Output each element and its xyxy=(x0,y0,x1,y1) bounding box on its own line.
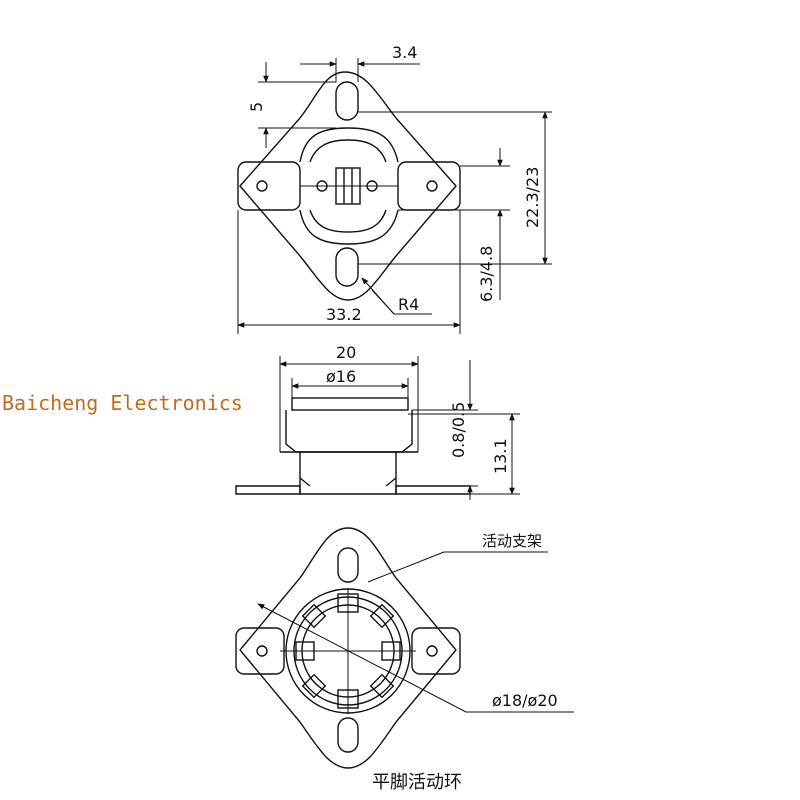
side-cap xyxy=(291,397,409,411)
top-view xyxy=(237,71,461,301)
top-dimensions xyxy=(237,58,552,334)
right-terminal xyxy=(397,161,461,211)
bottom-flange-outline xyxy=(239,527,457,769)
dim-gap: 0.8/0.5 xyxy=(449,402,468,458)
top-body-lower xyxy=(299,209,399,245)
dim-slot-width: 3.4 xyxy=(392,43,417,62)
dim-height: 13.1 xyxy=(491,438,510,474)
dim-lower-height: 6.3/4.8 xyxy=(477,246,496,302)
side-view xyxy=(235,397,471,495)
bottom-top-slot xyxy=(337,547,359,583)
top-flange-outline xyxy=(239,71,457,301)
caption: 平脚活动环 xyxy=(372,772,462,793)
bottom-dimensions xyxy=(257,551,574,713)
dim-total-height: 22.3/23 xyxy=(523,167,542,228)
side-dimensions xyxy=(279,356,520,500)
dim-body-width: 20 xyxy=(336,343,356,362)
left-terminal xyxy=(237,161,301,211)
dim-cap-diameter: ø16 xyxy=(326,367,356,386)
watermark: Baicheng Electronics xyxy=(2,391,243,415)
bottom-bottom-slot xyxy=(337,717,359,753)
dim-radius: R4 xyxy=(398,295,419,314)
dim-total-width: 33.2 xyxy=(326,305,362,324)
bottom-left-terminal xyxy=(235,627,285,675)
dim-ring-diameter: ø18/ø20 xyxy=(492,691,558,710)
top-body-upper xyxy=(299,127,399,163)
dim-slot-height: 5 xyxy=(247,102,266,112)
bottom-right-terminal xyxy=(411,627,461,675)
bottom-view xyxy=(235,527,461,769)
bottom-mount-slot xyxy=(335,247,359,287)
label-bracket: 活动支架 xyxy=(482,532,542,550)
side-left-terminal xyxy=(235,485,301,495)
top-mount-slot xyxy=(335,81,359,121)
side-body xyxy=(285,410,413,453)
side-right-terminal xyxy=(395,485,471,495)
